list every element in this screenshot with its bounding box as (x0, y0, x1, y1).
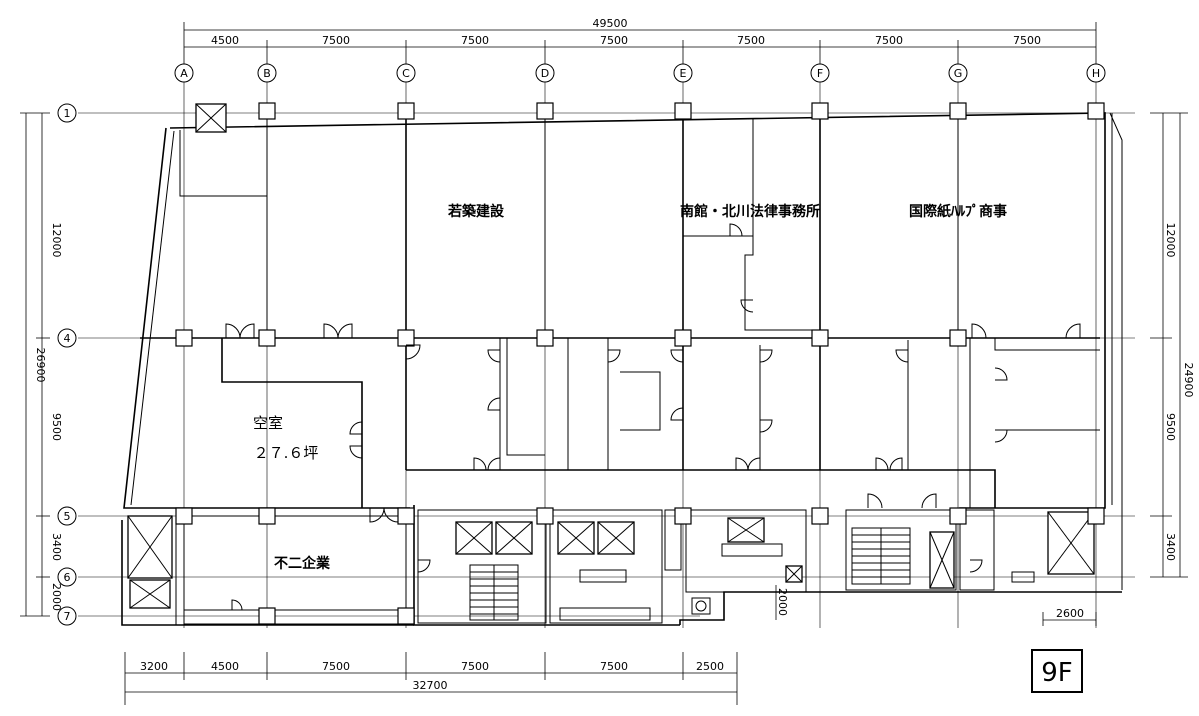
dim-top-span: 7500 (1013, 34, 1041, 47)
floor-label: 9F (1041, 658, 1073, 688)
grid-label-col: C (402, 67, 410, 80)
grid-label-col: F (817, 67, 823, 80)
left-dimensions: 26900 12000 9500 3400 2000 (20, 112, 63, 617)
building-outline (121, 112, 1123, 626)
dim-bottom-span: 2500 (696, 660, 724, 673)
dim-bottom-overall: 32700 (413, 679, 448, 692)
dim-left-span: 2000 (50, 583, 63, 611)
stair (851, 527, 911, 585)
right-dimensions: 24900 12000 9500 3400 (1150, 112, 1195, 578)
dim-bottom-span: 4500 (211, 660, 239, 673)
room-label-wakachiku: 若築建設 (447, 203, 505, 220)
stair (469, 564, 519, 621)
dim-right-span: 12000 (1164, 223, 1177, 258)
dim-bottom-span: 3200 (140, 660, 168, 673)
dim-core: 2000 (776, 588, 789, 616)
column-bubbles: A B C D E F G H (174, 63, 1106, 83)
dim-top-span: 7500 (600, 34, 628, 47)
dim-left-span: 3400 (50, 533, 63, 561)
structural-columns (175, 102, 1105, 625)
dim-top-span: 4500 (211, 34, 239, 47)
grid-label-row: 1 (64, 107, 71, 120)
grid-label-col: E (680, 67, 687, 80)
grid-label-row: 4 (64, 332, 71, 345)
room-label-funi: 不二企業 (274, 555, 331, 572)
dim-top-span: 7500 (322, 34, 350, 47)
room-label-kokusai: 国際紙ﾊﾙﾌﾟ商事 (909, 203, 1007, 220)
bottom-dimensions: 3200 4500 7500 7500 7500 2500 32700 2600… (124, 585, 1097, 705)
grid-label-col: D (541, 67, 549, 80)
dim-bottom-right: 2600 (1056, 607, 1084, 620)
dim-bottom-span: 7500 (461, 660, 489, 673)
grid-label-col: A (180, 67, 188, 80)
room-labels: 若築建設 南館・北川法律事務所 国際紙ﾊﾙﾌﾟ商事 空室 ２７.６坪 不二企業 (253, 203, 1007, 572)
dim-left-span: 9500 (50, 413, 63, 441)
dim-right-span: 3400 (1164, 533, 1177, 561)
dim-top-overall: 49500 (593, 17, 628, 30)
dim-bottom-span: 7500 (322, 660, 350, 673)
top-dimensions: 49500 4500 7500 7500 7500 7500 7500 7500 (183, 17, 1097, 64)
room-label-vacant: 空室 (253, 414, 283, 432)
grid-label-row: 6 (64, 571, 71, 584)
dim-top-span: 7500 (737, 34, 765, 47)
dim-right-span: 9500 (1164, 413, 1177, 441)
dim-top-span: 7500 (461, 34, 489, 47)
room-label-vacant-area: ２７.６坪 (254, 444, 319, 462)
room-label-minamikan: 南館・北川法律事務所 (680, 203, 820, 220)
grid-label-col: G (954, 67, 963, 80)
dim-left-overall: 26900 (34, 348, 47, 383)
dim-top-span: 7500 (875, 34, 903, 47)
grid-label-row: 7 (64, 610, 71, 623)
floor-label-box: 9F (1031, 649, 1083, 693)
dim-left-span: 12000 (50, 223, 63, 258)
door-swings (225, 223, 1081, 611)
grid-label-col: H (1092, 67, 1100, 80)
row-bubbles: 1 4 5 6 7 (57, 103, 77, 626)
dim-bottom-span: 7500 (600, 660, 628, 673)
grid-label-col: B (263, 67, 271, 80)
dim-right-overall: 24900 (1182, 363, 1195, 398)
core (127, 103, 1095, 625)
partitions (140, 113, 1100, 508)
grid-label-row: 5 (64, 510, 71, 523)
